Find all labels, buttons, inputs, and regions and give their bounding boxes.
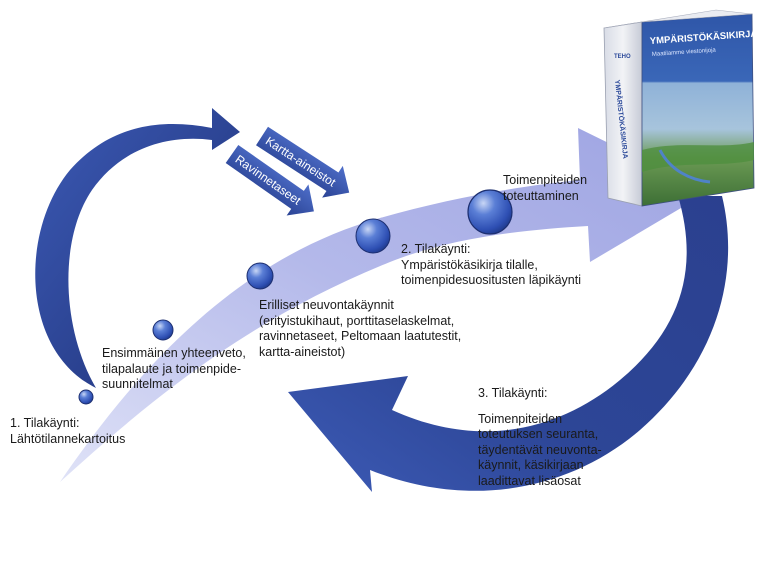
label-implementation: Toimenpiteiden toteuttaminen	[503, 173, 587, 204]
book-subtitle: Maatilamme viestonijoja	[652, 47, 717, 57]
label-visit-1-line: 1. Tilakäynti:	[10, 416, 80, 430]
label-separate-visits-line: kartta-aineistot)	[259, 344, 346, 359]
label-visit-1-line: Lähtötilannekartoitus	[10, 431, 126, 446]
bubble-step-4	[355, 218, 391, 254]
label-visit-1: 1. Tilakäynti: Lähtötilannekartoitus	[10, 416, 125, 447]
label-separate-visits-line: Erilliset neuvontakäynnit	[259, 298, 394, 312]
bubble-step-5	[467, 189, 513, 235]
label-visit-3-line: Toimenpiteiden	[478, 411, 563, 426]
left-loop-arrow	[35, 108, 240, 388]
label-visit-2-line: toimenpidesuositusten läpikäynti	[401, 273, 581, 287]
label-separate-visits-line: (erityistukihaut, porttitaselaskelmat,	[259, 313, 455, 328]
label-first-summary-line: suunnitelmat	[102, 377, 173, 391]
label-visit-3-line: täydentävät neuvonta-	[478, 442, 602, 457]
right-return-arrow	[288, 196, 729, 492]
label-visit-2: 2. Tilakäynti: Ympäristökäsikirja tilall…	[401, 242, 581, 289]
label-visit-3-line: toteutuksen seuranta,	[478, 427, 599, 441]
label-implementation-line: toteuttaminen	[503, 188, 579, 203]
handbook-image: TEHO YMPÄRISTÖKÄSIKIRJA YMPÄRISTÖKÄSIKIR…	[603, 9, 758, 207]
label-first-summary: Ensimmäinen yhteenveto, tilapalaute ja t…	[102, 346, 246, 393]
label-visit-3-line: laadittavat lisäosat	[478, 473, 581, 488]
label-implementation-line: Toimenpiteiden	[503, 173, 588, 187]
bubble-step-3	[246, 262, 274, 290]
label-separate-visits: Erilliset neuvontakäynnit (erityistukiha…	[259, 298, 461, 360]
main-progress-arrow	[60, 128, 708, 482]
book-logo: TEHO	[614, 54, 631, 60]
label-visit-3: 3. Tilakäynti: Toimenpiteiden toteutukse…	[478, 386, 602, 489]
label-visit-2-line: Ympäristökäsikirja tilalle,	[401, 257, 538, 272]
label-separate-visits-line: ravinnetaseet, Peltomaan laatutestit,	[259, 329, 462, 343]
label-visit-2-line: 2. Tilakäynti:	[401, 242, 471, 256]
label-visit-3-title: 3. Tilakäynti:	[478, 386, 548, 400]
label-first-summary-line: Ensimmäinen yhteenveto,	[102, 346, 246, 360]
bubble-step-2	[152, 319, 174, 341]
bubble-step-1	[78, 389, 94, 405]
label-visit-3-line: käynnit, käsikirjaan	[478, 458, 584, 472]
book-water	[658, 149, 711, 184]
label-first-summary-line: tilapalaute ja toimenpide-	[102, 361, 241, 376]
